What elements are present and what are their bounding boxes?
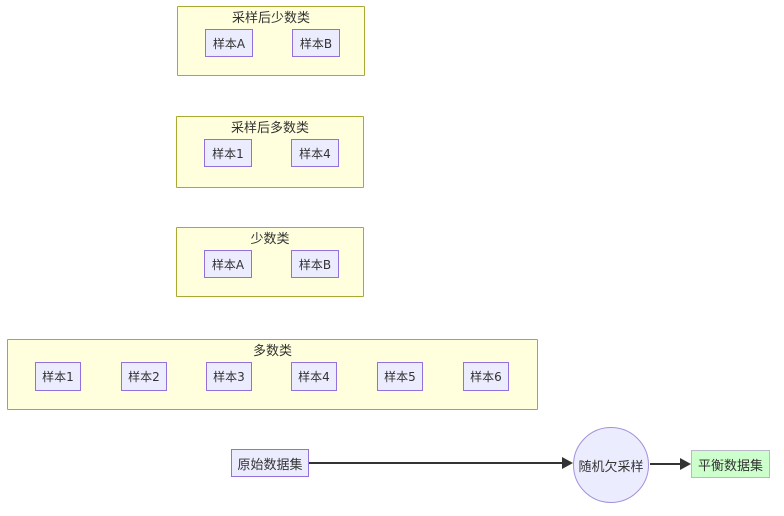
undersampling-process-node: 随机欠采样 xyxy=(573,427,649,503)
sample-node: 样本4 xyxy=(291,362,337,391)
sample-node: 样本3 xyxy=(206,362,252,391)
sample-node: 样本2 xyxy=(121,362,167,391)
group-majority: 多数类 样本1 样本2 样本3 样本4 样本5 样本6 xyxy=(7,339,538,410)
edge-source-to-process xyxy=(309,462,563,464)
group-title: 采样后少数类 xyxy=(231,11,310,26)
group-sampled-minority: 采样后少数类 样本A 样本B xyxy=(177,6,365,76)
arrowhead-icon xyxy=(562,457,573,469)
sample-node: 样本A xyxy=(205,29,253,57)
sample-node: 样本6 xyxy=(463,362,509,391)
group-minority: 少数类 样本A 样本B xyxy=(176,227,364,297)
group-title: 少数类 xyxy=(250,232,290,247)
original-dataset-node: 原始数据集 xyxy=(231,449,309,477)
sample-node: 样本A xyxy=(204,250,252,278)
group-title: 多数类 xyxy=(252,344,292,359)
group-title: 采样后多数类 xyxy=(230,121,309,136)
sample-node: 样本1 xyxy=(204,139,252,167)
sample-node: 样本4 xyxy=(291,139,339,167)
balanced-dataset-node: 平衡数据集 xyxy=(691,450,770,478)
sample-node: 样本1 xyxy=(35,362,81,391)
sample-node: 样本B xyxy=(291,250,339,278)
edge-process-to-result xyxy=(650,463,681,465)
sample-node: 样本5 xyxy=(377,362,423,391)
arrowhead-icon xyxy=(680,458,691,470)
group-sampled-majority: 采样后多数类 样本1 样本4 xyxy=(176,116,364,188)
sample-node: 样本B xyxy=(292,29,340,57)
